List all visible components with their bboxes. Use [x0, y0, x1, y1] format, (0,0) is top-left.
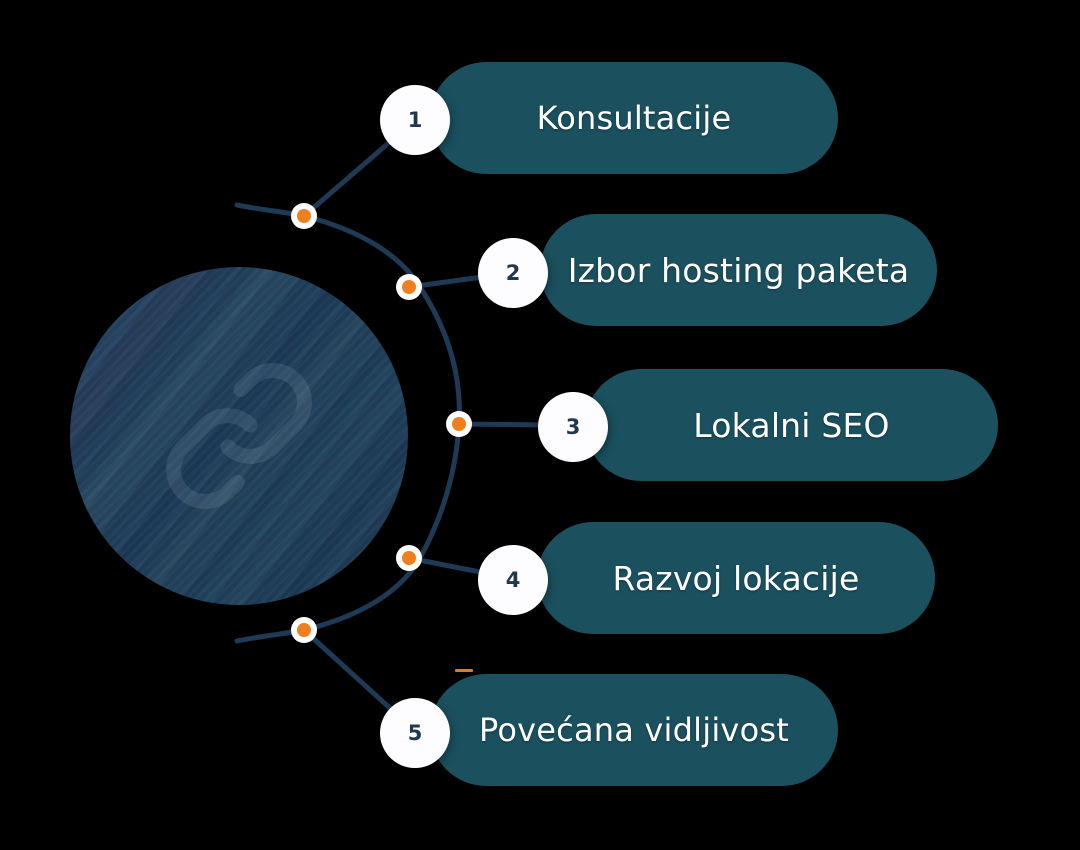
step-pill-2[interactable]: Izbor hosting paketa [540, 214, 937, 326]
step-label-1: Konsultacije [536, 99, 732, 137]
step-badge-5[interactable]: 5 [380, 698, 450, 768]
step-badge-3[interactable]: 3 [538, 392, 608, 462]
connector-node-2[interactable] [396, 274, 422, 300]
step-pill-4[interactable]: Razvoj lokacije [537, 522, 935, 634]
spur-line-3 [456, 421, 551, 428]
step-number-1: 1 [407, 108, 423, 132]
step-number-5: 5 [407, 721, 423, 745]
step-label-5: Povećana vidljivost [479, 711, 789, 749]
orange-speck-artifact [455, 669, 473, 672]
connector-node-3[interactable] [446, 411, 472, 437]
step-label-2: Izbor hosting paketa [567, 250, 910, 290]
spur-line-1 [301, 137, 395, 219]
node-dot-4 [402, 551, 416, 565]
step-pill-3[interactable]: Lokalni SEO [585, 369, 998, 481]
step-badge-4[interactable]: 4 [478, 545, 548, 615]
step-number-3: 3 [565, 415, 581, 439]
connector-node-1[interactable] [291, 203, 317, 229]
spur-line-5 [301, 627, 395, 713]
step-pill-1[interactable]: Konsultacije [430, 62, 838, 174]
node-dot-1 [297, 209, 311, 223]
node-dot-5 [297, 623, 311, 637]
chain-link-icon [144, 341, 334, 531]
step-pill-5[interactable]: Povećana vidljivost [430, 674, 838, 786]
hero-gradient-tint [70, 267, 408, 605]
step-badge-2[interactable]: 2 [478, 238, 548, 308]
hero-gradient-sheen [70, 267, 408, 605]
step-label-3: Lokalni SEO [693, 405, 890, 445]
step-badge-1[interactable]: 1 [380, 85, 450, 155]
arc-spine [234, 202, 462, 644]
spur-line-2 [406, 273, 493, 290]
step-number-4: 4 [505, 568, 521, 592]
step-label-4: Razvoj lokacije [612, 558, 860, 598]
hero-circle-image [70, 267, 408, 605]
node-dot-3 [452, 417, 466, 431]
spur-line-4 [406, 555, 493, 577]
step-number-2: 2 [505, 261, 521, 285]
connector-node-4[interactable] [396, 545, 422, 571]
node-dot-2 [402, 280, 416, 294]
connector-node-5[interactable] [291, 617, 317, 643]
